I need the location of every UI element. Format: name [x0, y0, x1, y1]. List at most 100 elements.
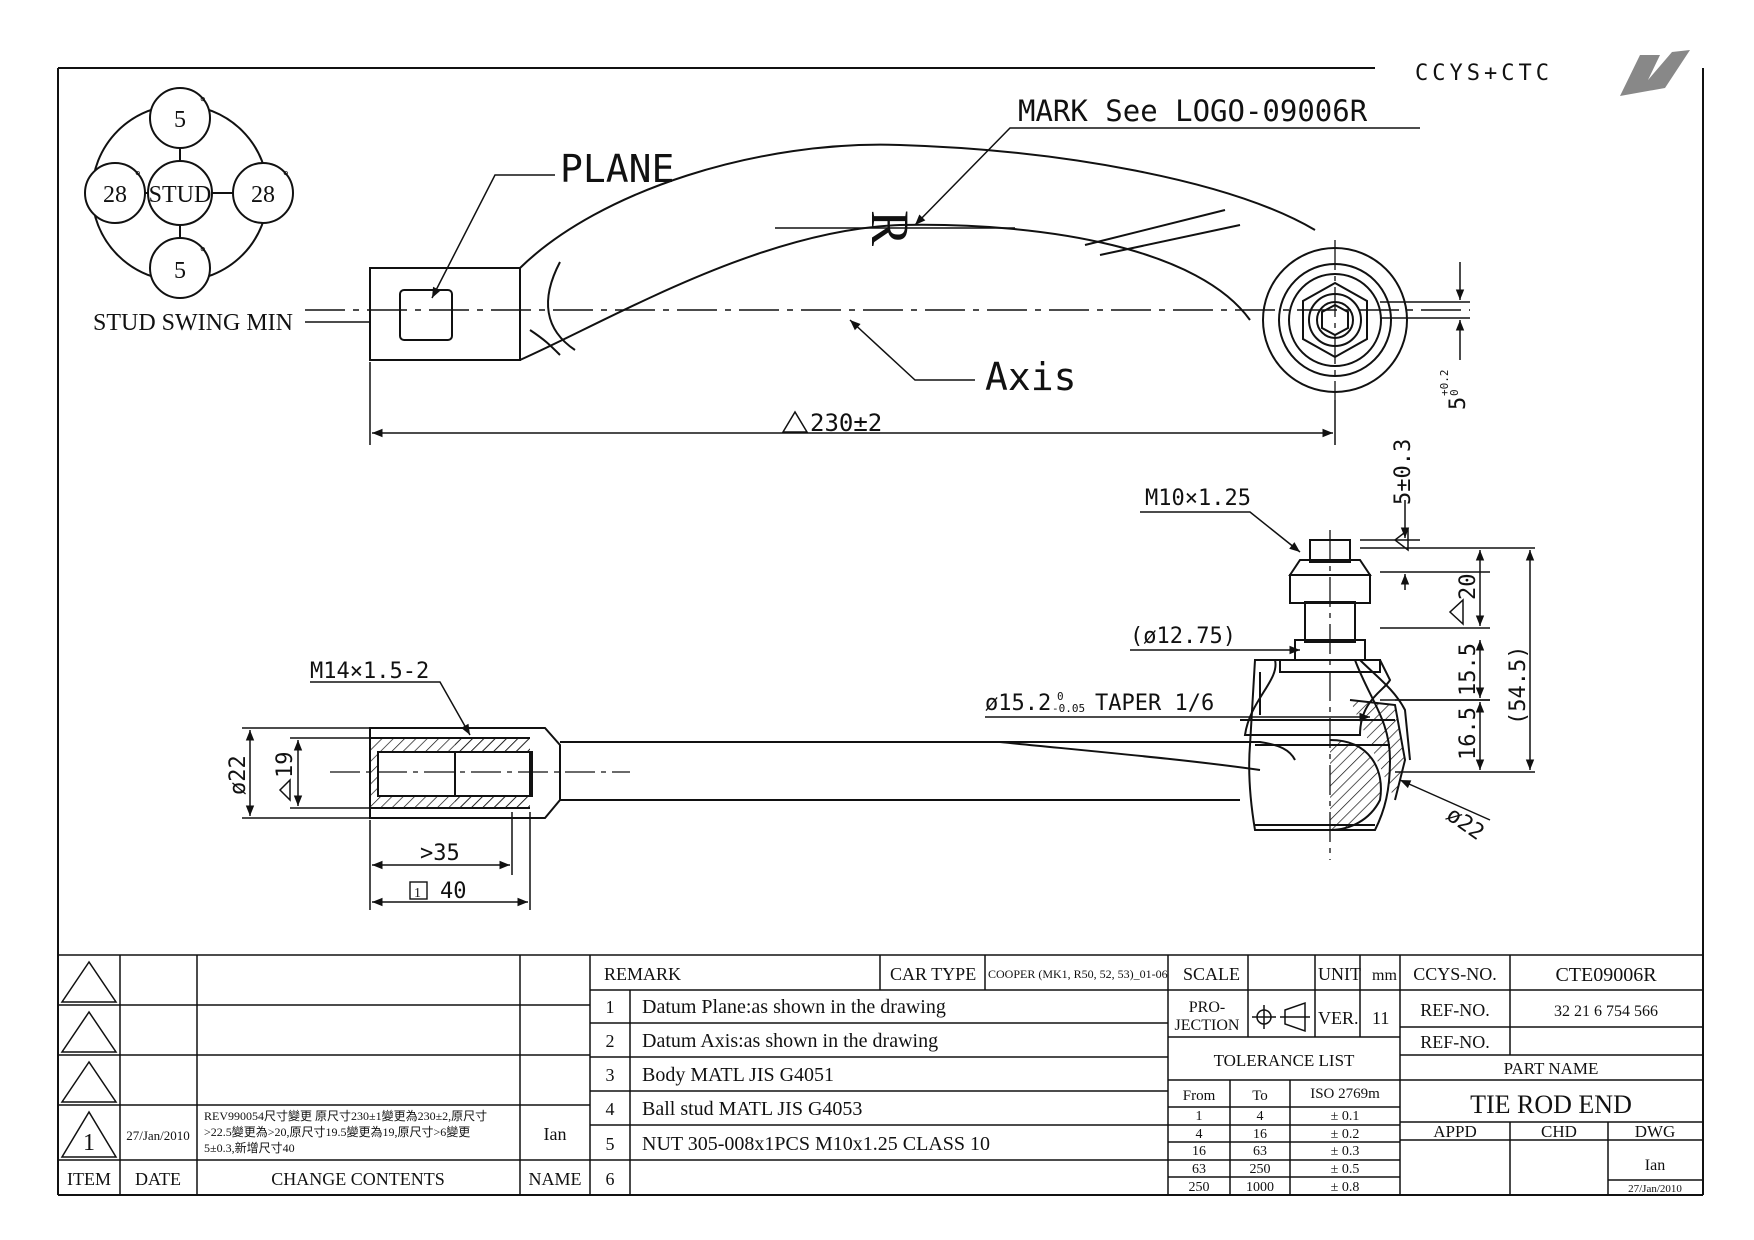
scale-label: SCALE [1183, 964, 1240, 984]
tolerance-title: TOLERANCE LIST [1214, 1051, 1355, 1070]
svg-text:63: 63 [1253, 1144, 1267, 1159]
svg-text:JECTION: JECTION [1175, 1017, 1240, 1034]
dwg-label: DWG [1635, 1122, 1676, 1141]
phi22-label: ø22 [226, 755, 251, 795]
svg-text:ø15.2: ø15.2 [985, 691, 1051, 716]
header-item: ITEM [67, 1169, 111, 1189]
stud-swing-bottom: 5 [174, 258, 186, 284]
d5-dimension: 5±0.3 [1391, 439, 1416, 552]
svg-text:To: To [1252, 1088, 1268, 1104]
revision-table: 1 27/Jan/2010 REV990054尺寸變更 原尺寸230±1變更為2… [67, 1108, 582, 1189]
svg-text:+0.2: +0.2 [1438, 370, 1451, 397]
remark-table: REMARK CAR TYPE COOPER (MK1, R50, 52, 53… [604, 964, 1168, 1189]
svg-text:5: 5 [1446, 397, 1471, 410]
svg-text:230±2: 230±2 [810, 409, 882, 437]
title-block [58, 954, 1703, 1195]
unit-value: mm [1372, 967, 1397, 984]
svg-text:63: 63 [1192, 1162, 1206, 1177]
svg-text:40: 40 [440, 879, 467, 904]
ref-no-value: 32 21 6 754 566 [1554, 1003, 1658, 1020]
m10-label: M10×1.25 [1145, 486, 1251, 511]
plane-label: PLANE [560, 147, 674, 191]
taper-label: ø15.2 0 -0.05 TAPER 1/6 [985, 690, 1214, 716]
phi19-dimension: 19 [273, 752, 298, 802]
svg-text:°: ° [200, 245, 206, 260]
stud-swing-left: 28 [103, 182, 127, 208]
top-view [305, 143, 1470, 400]
side-view [330, 530, 1411, 860]
svg-text:16: 16 [1192, 1144, 1206, 1159]
top-view-annotations [369, 127, 1470, 445]
header-name: NAME [529, 1169, 582, 1189]
d16-5-label: 16.5 [1456, 707, 1481, 760]
ccys-no-label: CCYS-NO. [1413, 964, 1497, 984]
car-type-label: CAR TYPE [890, 964, 976, 984]
drawing-frame [57, 67, 1704, 1196]
svg-text:3: 3 [606, 1065, 615, 1085]
svg-text:4: 4 [1196, 1127, 1203, 1142]
svg-text:2: 2 [606, 1031, 615, 1051]
d20-dimension: 20 [1448, 574, 1481, 626]
revision-name: Ian [544, 1124, 567, 1144]
company-logo: CCYS+CTC [1415, 50, 1690, 96]
svg-text:From: From [1183, 1088, 1216, 1104]
logo-text: CCYS+CTC [1415, 61, 1553, 86]
svg-text:6: 6 [606, 1169, 615, 1189]
revision-contents-3: 5±0.3,新增尺寸40 [204, 1140, 295, 1155]
svg-text:PRO-: PRO- [1189, 999, 1225, 1016]
svg-text:°: ° [283, 169, 289, 184]
svg-text:4: 4 [606, 1099, 615, 1119]
stud-swing-diagram: STUD 5 ° 5 ° 28 ° 28 ° STUD SWING MIN [84, 87, 370, 336]
remark-5: NUT 305-008x1PCS M10x1.25 CLASS 10 [642, 1133, 990, 1155]
svg-text:TAPER 1/6: TAPER 1/6 [1095, 691, 1214, 716]
unit-label: UNIT [1318, 964, 1361, 984]
part-info-block: CCYS-NO. CTE09006R REF-NO. 32 21 6 754 5… [1413, 964, 1682, 1195]
stud-swing-caption: STUD SWING MIN [93, 310, 293, 336]
svg-text:0: 0 [1057, 690, 1064, 703]
d15-5-label: 15.5 [1456, 643, 1481, 696]
car-type-value: COOPER (MK1, R50, 52, 53)_01-06 [988, 967, 1168, 981]
ver-label: VER. [1318, 1008, 1359, 1028]
svg-text:1: 1 [1196, 1109, 1203, 1124]
svg-text:5±0.3: 5±0.3 [1391, 439, 1416, 505]
length-dimension: 230±2 [781, 409, 882, 437]
scale-tolerance-block: SCALE UNIT mm PRO- JECTION VER. 11 TOLER… [1175, 964, 1398, 1195]
dwg-date: 27/Jan/2010 [1628, 1183, 1682, 1195]
ref-no-label: REF-NO. [1420, 1000, 1490, 1020]
m14-label: M14×1.5-2 [310, 659, 429, 684]
part-name-value: TIE ROD END [1470, 1090, 1632, 1119]
svg-text:1000: 1000 [1246, 1180, 1274, 1195]
phi22-ball-label: ø22 [1442, 802, 1489, 845]
stud-swing-top: 5 [174, 107, 186, 133]
svg-text:± 0.3: ± 0.3 [1331, 1144, 1360, 1159]
svg-text:± 0.2: ± 0.2 [1331, 1127, 1360, 1142]
appd-label: APPD [1433, 1122, 1476, 1141]
svg-text:± 0.8: ± 0.8 [1331, 1180, 1360, 1195]
r-mark: R [860, 210, 920, 246]
stud-swing-right: 28 [251, 182, 275, 208]
svg-text:250: 250 [1189, 1180, 1210, 1195]
svg-text:°: ° [200, 95, 206, 110]
phi12-75-label: (ø12.75) [1130, 624, 1236, 649]
svg-text:1: 1 [414, 886, 421, 901]
remark-4: Ball stud MATL JIS G4053 [642, 1098, 862, 1120]
d40-dimension: 1 40 [409, 879, 467, 904]
dwg-name: Ian [1645, 1157, 1665, 1174]
revision-item: 1 [83, 1130, 95, 1156]
svg-text:16: 16 [1253, 1127, 1267, 1142]
width-dimension: 5 +0.2 0 [1438, 370, 1471, 411]
svg-text:5: 5 [606, 1134, 615, 1154]
ccys-no-value: CTE09006R [1555, 964, 1657, 986]
svg-text:°: ° [135, 169, 141, 184]
svg-text:± 0.1: ± 0.1 [1331, 1109, 1360, 1124]
part-name-label: PART NAME [1504, 1059, 1599, 1078]
ref-no-label-2: REF-NO. [1420, 1032, 1490, 1052]
remark-1: Datum Plane:as shown in the drawing [642, 996, 946, 1018]
svg-text:± 0.5: ± 0.5 [1331, 1162, 1360, 1177]
svg-text:250: 250 [1250, 1162, 1271, 1177]
header-date: DATE [135, 1169, 181, 1189]
mark-label: MARK See LOGO-09006R [1018, 94, 1368, 128]
revision-contents-2: >22.5變更為>20,原尺寸19.5變更為19,原尺寸>6變更 [204, 1124, 470, 1139]
remark-2: Datum Axis:as shown in the drawing [642, 1030, 938, 1052]
